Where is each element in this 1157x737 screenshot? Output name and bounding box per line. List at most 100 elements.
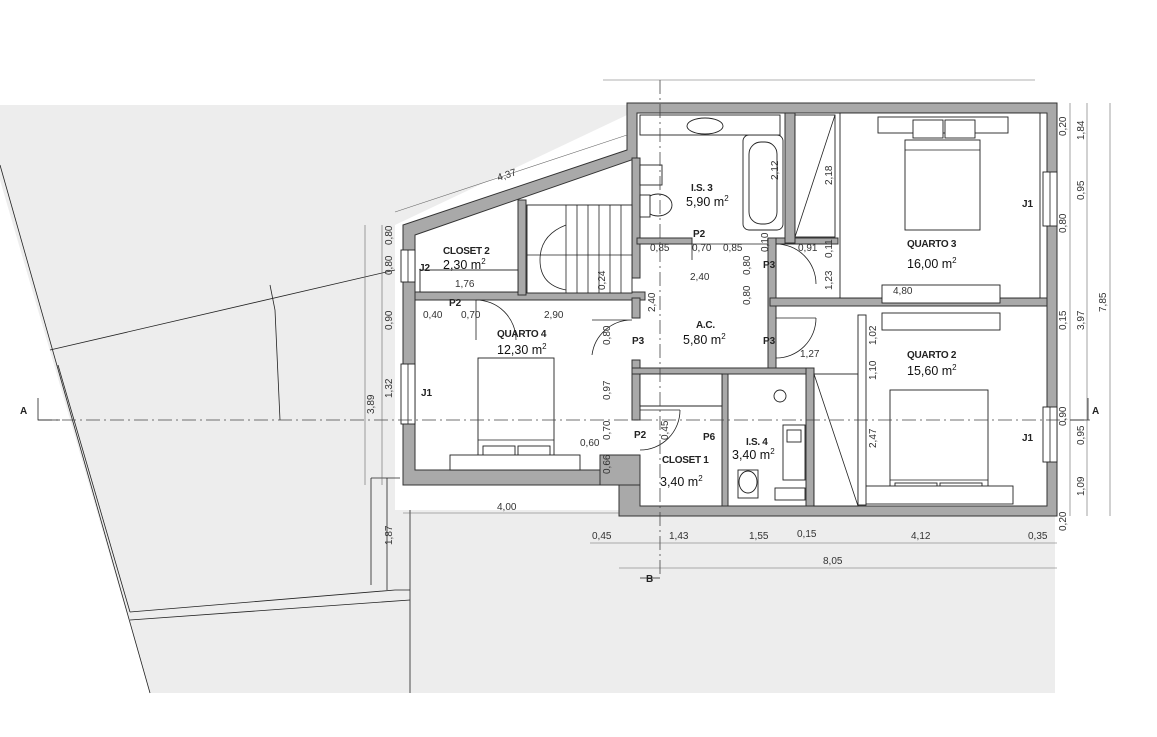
- section-mark-a-left: A: [20, 406, 27, 417]
- dim-text: 0,95: [1076, 425, 1087, 445]
- dim-text: 0,90: [384, 310, 395, 330]
- room-area-closet2: 2,30 m: [443, 258, 481, 272]
- dim-text: 1,84: [1076, 120, 1087, 140]
- dim-text: 3,97: [1076, 310, 1087, 330]
- furniture: [419, 112, 1041, 507]
- dim-text: 1,09: [1076, 476, 1087, 496]
- dim-text: 1,10: [868, 360, 879, 380]
- door-label: P3: [763, 260, 776, 271]
- svg-text:5,80 m2: 5,80 m2: [683, 332, 726, 347]
- dim-text: 2,40: [647, 292, 658, 312]
- dim-text: 0,20: [1058, 511, 1069, 531]
- section-line-a: [37, 80, 1090, 579]
- dim-text: 0,10: [760, 232, 771, 252]
- room-area-is4: 3,40 m: [732, 448, 770, 462]
- window-label: J1: [1022, 199, 1034, 210]
- dim-text: 0,80: [384, 255, 395, 275]
- dim-text: 1,87: [384, 525, 395, 545]
- dim-text: 0,80: [1058, 213, 1069, 233]
- dimension-lines: [364, 79, 1111, 569]
- door-label: P3: [632, 336, 645, 347]
- dim-text: 1,76: [455, 279, 475, 290]
- dim-text: 0,40: [423, 310, 443, 321]
- dim-text: 0,70: [602, 420, 613, 440]
- svg-text:5,90 m2: 5,90 m2: [686, 194, 729, 209]
- door-label: P3: [763, 336, 776, 347]
- dim-text: 0,35: [1028, 531, 1048, 542]
- dim-text: 0,80: [384, 225, 395, 245]
- dim-text: 1,32: [384, 378, 395, 398]
- room-area-quarto2: 15,60 m: [907, 364, 952, 378]
- dim-text: 0,20: [1058, 116, 1069, 136]
- staircase: [526, 204, 633, 294]
- dim-text: 1,27: [800, 349, 820, 360]
- room-area-quarto4: 12,30 m: [497, 343, 542, 357]
- dim-text: 0,24: [597, 270, 608, 290]
- dim-text: 0,60: [580, 438, 600, 449]
- room-name-is4: I.S. 4: [746, 437, 768, 448]
- dim-text: 7,85: [1098, 292, 1109, 312]
- dim-text: 4,12: [911, 531, 931, 542]
- room-area-closet1: 3,40 m: [660, 475, 698, 489]
- dim-text: 0,45: [592, 531, 612, 542]
- door-label: P2: [693, 229, 706, 240]
- section-marks: A A B: [20, 406, 1099, 585]
- room-sup-ls3: 2: [724, 194, 729, 203]
- dim-text: 1,55: [749, 531, 769, 542]
- svg-text:15,60 m2: 15,60 m2: [907, 363, 957, 378]
- dim-text: 0,97: [602, 380, 613, 400]
- room-name-quarto4: QUARTO 4: [497, 329, 547, 340]
- dim-text: 2,47: [868, 428, 879, 448]
- dim-text: 1,23: [824, 270, 835, 290]
- room-name-ac: A.C.: [696, 320, 715, 331]
- svg-text:3,40 m2: 3,40 m2: [660, 474, 703, 489]
- room-area-quarto3: 16,00 m: [907, 257, 952, 271]
- windows: [400, 171, 1058, 463]
- door-labels: P2 P2 P3 P3 P3 P2 P6 J2 J1 J1 J1: [419, 199, 1034, 444]
- room-name-quarto2: QUARTO 2: [907, 350, 957, 361]
- room-name-closet2: CLOSET 2: [443, 246, 490, 257]
- dim-text: 0,11: [824, 239, 835, 258]
- dim-text: 0,85: [650, 243, 670, 254]
- door-label: J2: [419, 263, 431, 274]
- room-area-ls3: 5,90 m: [686, 195, 724, 209]
- dim-text: 2,18: [824, 165, 835, 185]
- dim-text: 0,66: [602, 454, 613, 474]
- dim-text: 4,00: [497, 502, 517, 513]
- room-name-closet1: CLOSET 1: [662, 455, 709, 466]
- section-mark-b: B: [646, 574, 653, 585]
- room-sup-quarto4: 2: [542, 342, 547, 351]
- room-sup-quarto3: 2: [952, 256, 957, 265]
- svg-text:2,30 m2: 2,30 m2: [443, 257, 486, 272]
- dim-text: 1,43: [669, 531, 689, 542]
- dim-text: 0,80: [742, 255, 753, 275]
- dim-text: 2,12: [770, 160, 781, 180]
- dim-text: 0,70: [692, 243, 712, 254]
- dim-text: 0,85: [723, 243, 743, 254]
- dim-text: 0,15: [797, 529, 817, 540]
- room-sup-ac: 2: [721, 332, 726, 341]
- svg-text:12,30 m2: 12,30 m2: [497, 342, 547, 357]
- dim-text: 0,70: [461, 310, 481, 321]
- window-label: J1: [421, 388, 433, 399]
- dim-text: 1,02: [868, 325, 879, 345]
- door-swings: [475, 243, 817, 451]
- room-sup-quarto2: 2: [952, 363, 957, 372]
- section-mark-a-right: A: [1092, 406, 1099, 417]
- dim-text: 0,45: [660, 420, 671, 440]
- door-label: P2: [634, 430, 647, 441]
- room-name-quarto3: QUARTO 3: [907, 239, 957, 250]
- window-label: J1: [1022, 433, 1034, 444]
- dim-text: 3,89: [366, 394, 377, 414]
- door-label: P6: [703, 432, 716, 443]
- dim-text: 0,80: [742, 285, 753, 305]
- room-name-ls3: I.S. 3: [691, 183, 713, 194]
- dim-text: 2,40: [690, 272, 710, 283]
- room-sup-closet1: 2: [698, 474, 703, 483]
- dim-text: 8,05: [823, 556, 843, 567]
- door-label: P2: [449, 298, 462, 309]
- room-area-ac: 5,80 m: [683, 333, 721, 347]
- dim-text: 0,90: [1058, 406, 1069, 426]
- svg-text:3,40 m2: 3,40 m2: [732, 447, 775, 462]
